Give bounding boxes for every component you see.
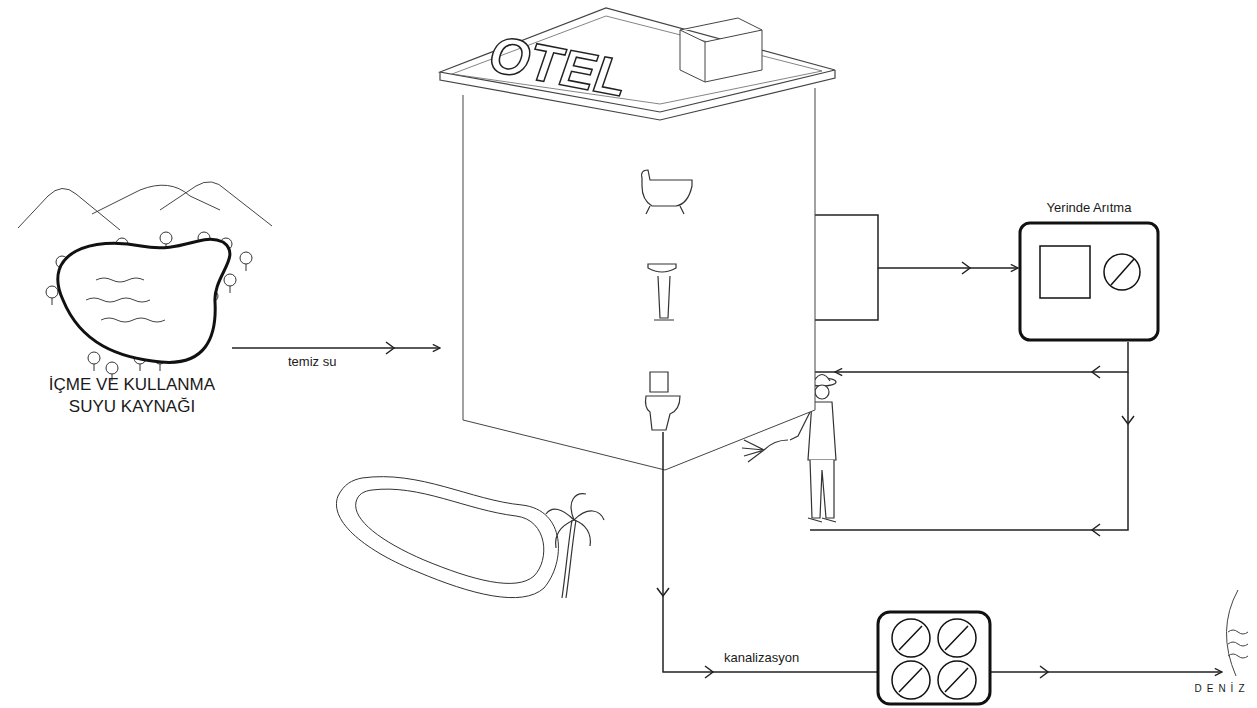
flow-connector [663,473,1222,672]
flow-connector [232,347,440,349]
water-source: İÇME VE KULLANMA SUYU KAYNAĞI [30,226,232,422]
palm-tree [546,494,604,598]
flow-connector [835,342,1128,372]
node-label: Yerinde Arıtma [1020,200,1158,216]
edge-label: kanalizasyon [722,650,801,665]
sea: DENİZ [1192,585,1254,703]
onsite-treatment-box-outline [1018,196,1160,342]
node-label: İÇME VE KULLANMA SUYU KAYNAĞI [34,374,230,418]
trees [46,232,252,381]
mountains [18,182,272,230]
hotel-building: OTEL [440,5,835,473]
edge-label: temiz su [286,354,338,369]
flow-connector [835,215,1018,268]
node-label: DENİZ [1192,683,1252,695]
onsite-treatment-box: Yerinde Arıtma [1018,196,1160,342]
swimming-pool [336,477,558,598]
